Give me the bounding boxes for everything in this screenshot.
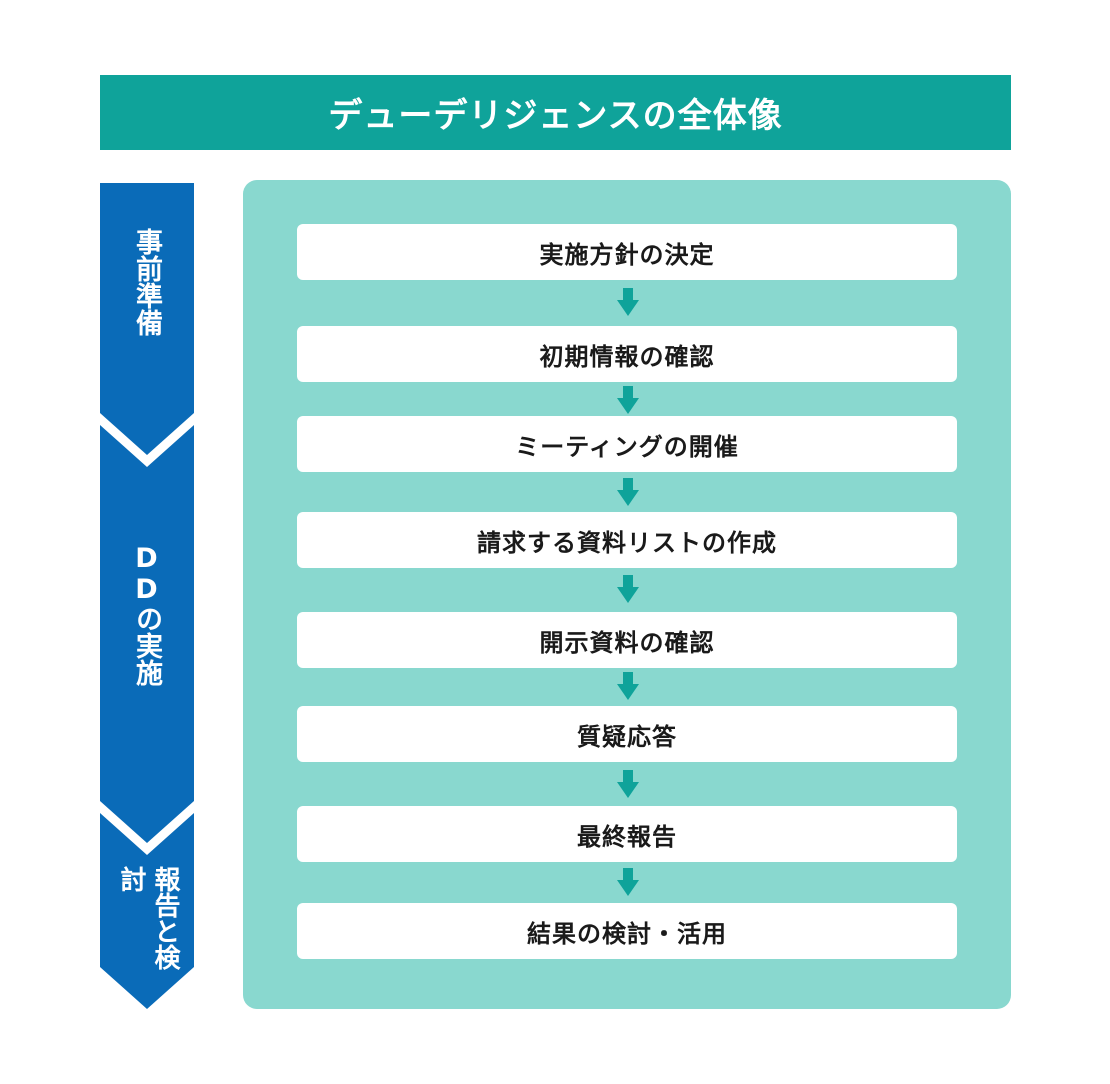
phase-label-preparation: 事前準備 (131, 228, 162, 336)
phase-label-report: 報告と検討 (116, 866, 180, 970)
arrow-down-icon (617, 386, 639, 414)
step-box-1: 実施方針の決定 (297, 224, 957, 280)
step-label: 結果の検討・活用 (527, 919, 727, 948)
arrow-down-icon (617, 575, 639, 603)
step-label: ミーティングの開催 (515, 432, 739, 461)
step-label: 請求する資料リストの作成 (477, 528, 777, 557)
arrow-down-icon (617, 672, 639, 700)
title-banner: デューデリジェンスの全体像 (100, 75, 1011, 150)
step-box-7: 最終報告 (297, 806, 957, 862)
arrow-down-icon (617, 770, 639, 798)
step-label: 開示資料の確認 (539, 628, 715, 657)
step-label: 実施方針の決定 (539, 240, 715, 269)
step-label: 初期情報の確認 (539, 342, 715, 371)
step-label: 最終報告 (577, 822, 677, 851)
phase-column: 事前準備 DDの実施 報告と検討 (100, 183, 194, 1009)
arrow-down-icon (617, 288, 639, 316)
steps-panel: 実施方針の決定 初期情報の確認 ミーティングの開催 請求する資料リストの作成 開… (243, 180, 1011, 1009)
page-title: デューデリジェンスの全体像 (328, 96, 783, 136)
step-box-6: 質疑応答 (297, 706, 957, 762)
phase-1-shape (100, 183, 194, 455)
arrow-down-icon (617, 478, 639, 506)
step-box-8: 結果の検討・活用 (297, 903, 957, 959)
step-box-5: 開示資料の確認 (297, 612, 957, 668)
step-box-2: 初期情報の確認 (297, 326, 957, 382)
step-box-4: 請求する資料リストの作成 (297, 512, 957, 568)
step-box-3: ミーティングの開催 (297, 416, 957, 472)
phase-label-execution: DDの実施 (131, 543, 162, 686)
phase-chevron-shapes (100, 183, 194, 1009)
phase-3-shape (100, 813, 194, 1009)
phase-2-shape (100, 425, 194, 843)
arrow-down-icon (617, 868, 639, 896)
step-label: 質疑応答 (577, 722, 677, 751)
